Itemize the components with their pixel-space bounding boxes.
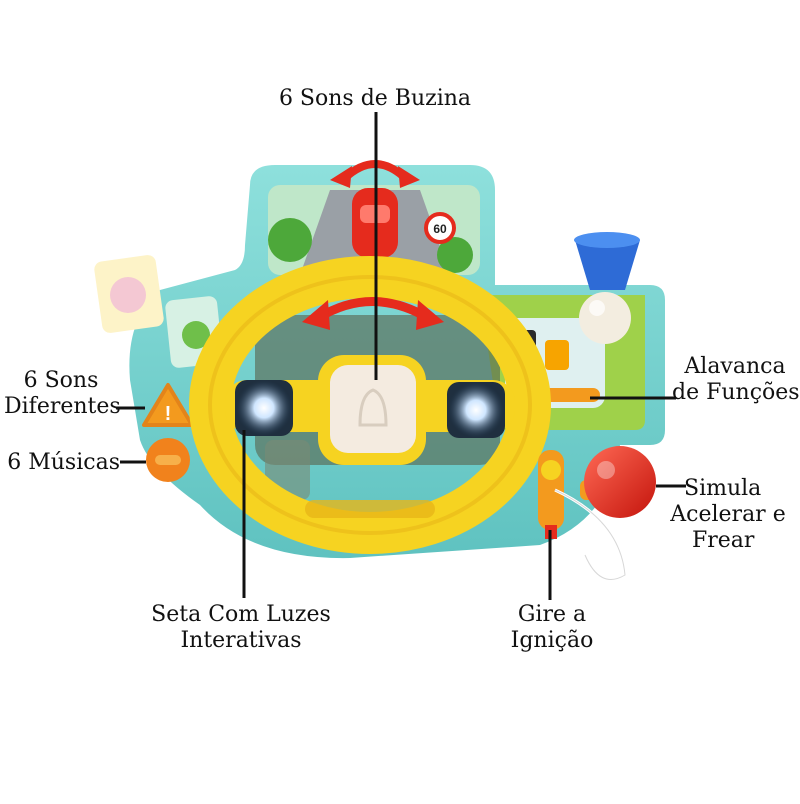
label-interactive-lights-line2: Interativas (180, 628, 302, 653)
label-accelerate-brake: Simula Acelerar e Frear (660, 476, 796, 554)
steering-wheel[interactable] (189, 256, 551, 554)
label-function-lever: Alavanca de Funções (672, 354, 800, 406)
side-cards (94, 255, 223, 368)
speed-sign-text: 60 (433, 222, 447, 236)
label-six-sounds-line2: Diferentes (4, 394, 121, 419)
turn-arrows (302, 160, 444, 330)
label-ignition-line2: Ignição (510, 628, 594, 653)
bell-icon (358, 388, 388, 427)
label-accelerate-brake-line3: Frear (692, 528, 755, 553)
label-accelerate-brake-line1: Simula (684, 476, 762, 501)
leader-lines (116, 112, 686, 600)
ignition-key[interactable] (538, 450, 627, 581)
left-buttons: ! (142, 383, 194, 482)
left-light-icon (236, 380, 292, 436)
label-horn-sounds: 6 Sons de Buzina (270, 86, 480, 112)
label-ignition: Gire a Ignição (496, 602, 608, 654)
label-interactive-lights-line1: Seta Com Luzes (151, 602, 331, 627)
label-six-sounds: 6 Sons Diferentes (4, 368, 121, 420)
label-six-songs-text: 6 Músicas (7, 450, 120, 475)
right-light-icon (448, 382, 504, 438)
horn-button[interactable] (330, 365, 416, 453)
label-horn-sounds-text: 6 Sons de Buzina (278, 86, 472, 111)
label-six-sounds-line1: 6 Sons (23, 368, 99, 393)
sounds-triangle-button[interactable] (142, 383, 194, 427)
svg-text:!: ! (165, 403, 172, 425)
label-ignition-line1: Gire a (517, 602, 587, 627)
label-function-lever-line2: de Funções (672, 380, 800, 405)
label-function-lever-line1: Alavanca (684, 354, 786, 379)
accelerator-ball[interactable] (580, 446, 656, 518)
label-interactive-lights: Seta Com Luzes Interativas (140, 602, 342, 654)
label-accelerate-brake-line2: Acelerar e (670, 502, 786, 527)
label-six-songs: 6 Músicas (4, 450, 120, 476)
indicator-lights[interactable] (235, 380, 505, 438)
speed-sign-icon (424, 212, 456, 244)
horn-light[interactable] (574, 232, 640, 344)
